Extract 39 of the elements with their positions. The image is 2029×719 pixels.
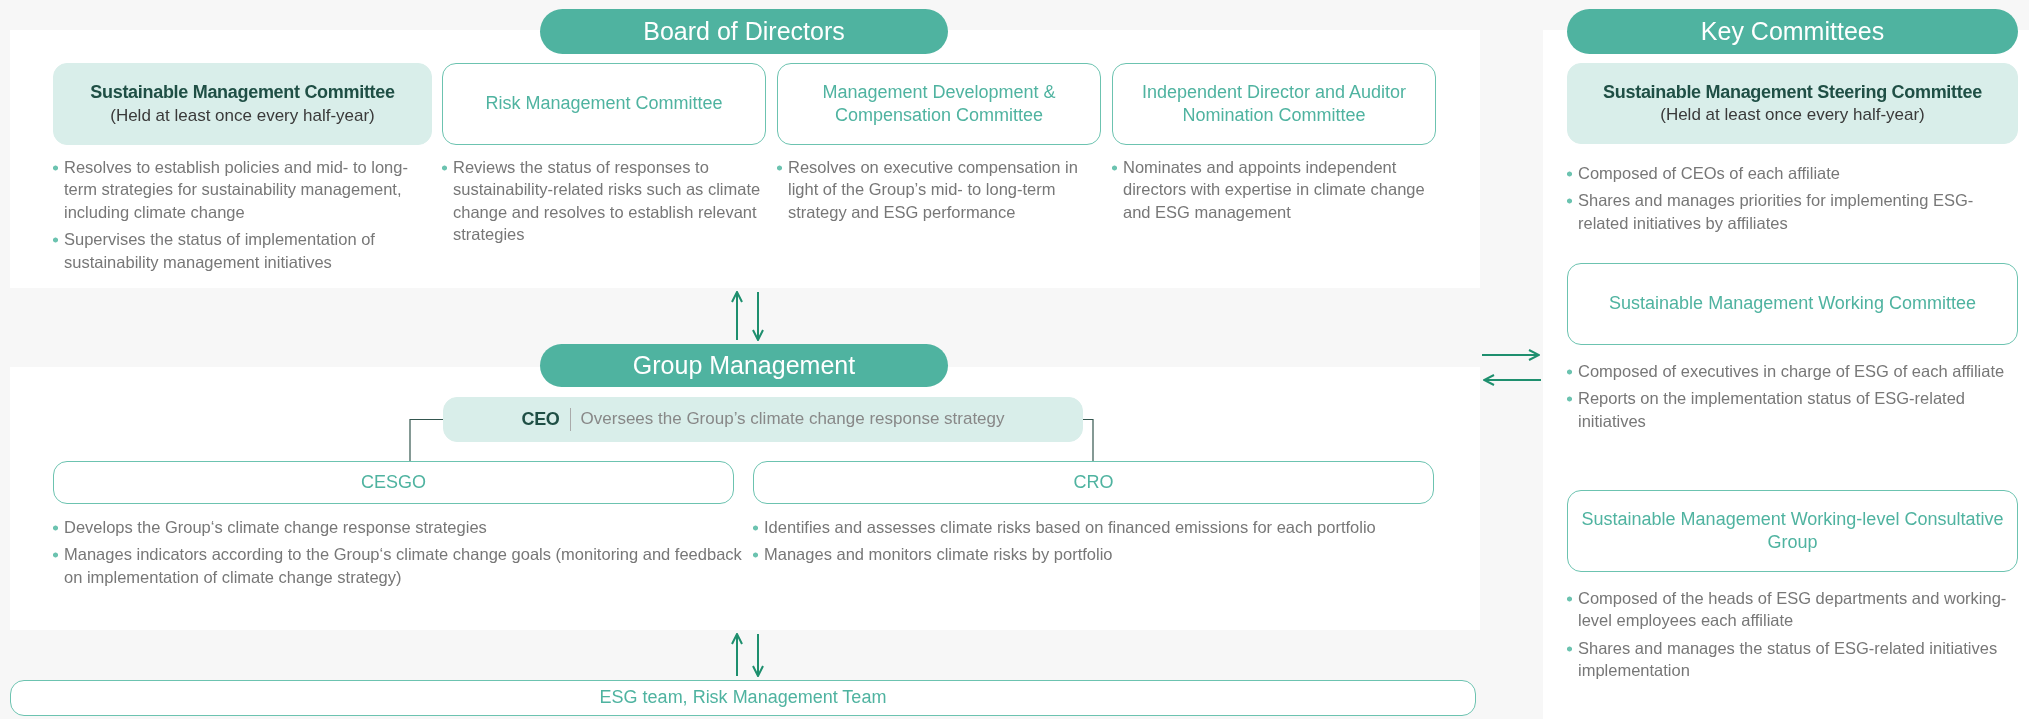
connector-line xyxy=(409,418,444,462)
committee-name: Independent Director and Auditor Nomination Committee xyxy=(1140,80,1408,127)
committee-box xyxy=(10,680,1476,716)
committee-name: Sustainable Management Steering Committee xyxy=(1603,80,1982,104)
committee-name: CEO xyxy=(521,407,560,431)
committee-name: CESGO xyxy=(361,470,426,494)
committee-box xyxy=(1567,490,2018,572)
section-heading: Group Management xyxy=(540,344,948,387)
committee-note: (Held at least once every half-year) xyxy=(110,104,375,127)
committee-box xyxy=(1567,263,2018,345)
org-panel xyxy=(10,9,1480,288)
arrow xyxy=(731,633,743,677)
committee-box xyxy=(777,63,1101,145)
section-heading: Key Committees xyxy=(1567,9,2018,54)
committee-name: ESG team, Risk Management Team xyxy=(599,686,887,710)
arrow xyxy=(1483,374,1542,386)
org-panel xyxy=(1543,9,2029,719)
committee-box xyxy=(443,397,1083,442)
arrow xyxy=(752,291,764,341)
committee-box xyxy=(753,461,1434,504)
committee-box xyxy=(1567,63,2018,144)
section-heading: Board of Directors xyxy=(540,9,948,54)
committee-name: CRO xyxy=(1073,470,1114,494)
committee-name: Sustainable Management Working Committee xyxy=(1609,292,1976,316)
connector-line xyxy=(1082,418,1094,462)
committee-box xyxy=(1112,63,1436,145)
committee-name: Sustainable Management Committee xyxy=(90,81,395,105)
arrow xyxy=(1481,349,1540,361)
committee-note: Oversees the Group’s climate change response strategy xyxy=(569,408,1005,431)
org-panel xyxy=(10,344,1480,630)
committee-note: (Held at least once every half-year) xyxy=(1660,104,1925,127)
arrow xyxy=(752,633,764,677)
committee-box xyxy=(53,63,432,145)
arrow xyxy=(731,291,743,341)
committee-box xyxy=(53,461,734,504)
committee-box xyxy=(442,63,766,145)
committee-name: Risk Management Committee xyxy=(485,92,723,116)
committee-name: Management Development & Compensation Committee xyxy=(821,80,1057,127)
committee-name: Sustainable Management Working-level Consultative Group xyxy=(1580,507,2005,554)
